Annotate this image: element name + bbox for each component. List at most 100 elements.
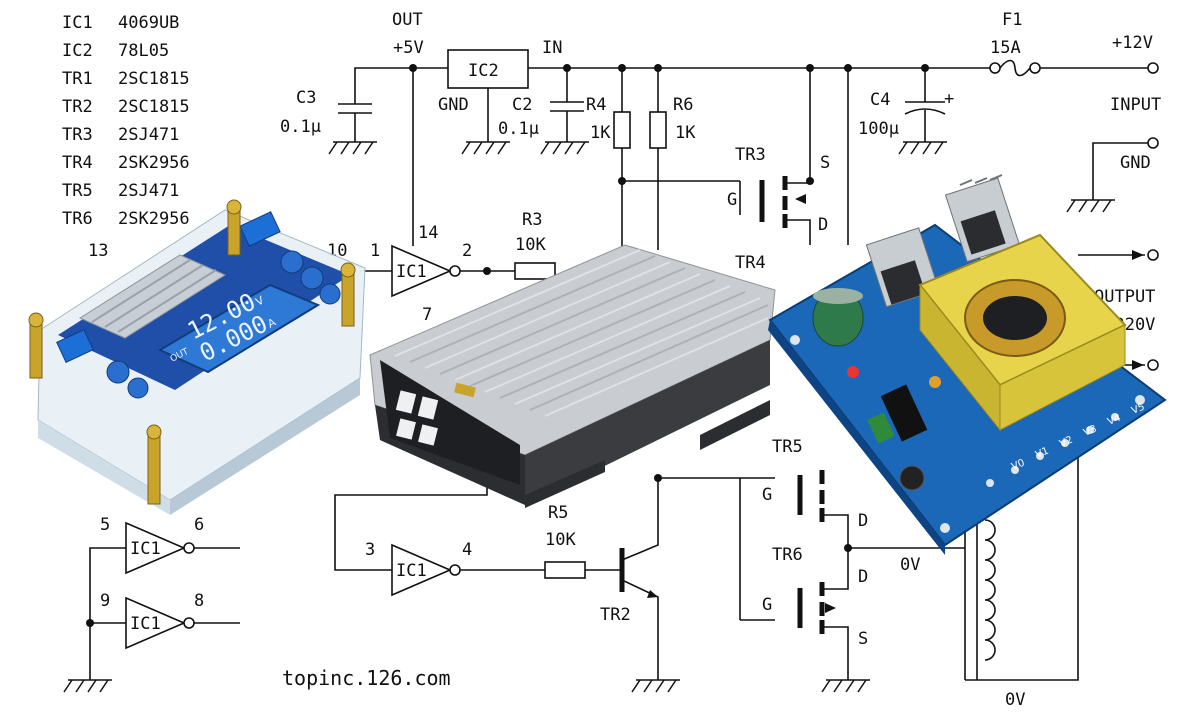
- ic1-a-label: IC1: [396, 262, 427, 282]
- ic1-d-label: IC1: [130, 614, 161, 634]
- input-label: INPUT: [1110, 95, 1161, 115]
- photo-inverter-pcb: V0 V1 V2 V3 V4 V5: [768, 174, 1167, 555]
- pin9-label: 9: [100, 591, 110, 611]
- f1-value: 15A: [990, 38, 1021, 58]
- pin8-label: 8: [194, 591, 204, 611]
- mosfet-tr3: TR3 G S D: [622, 68, 849, 245]
- parts-list: IC1 4069UB IC2 78L05 TR1 2SC1815 TR2 2SC…: [62, 13, 190, 229]
- fuse-f1: F1 15A +12V: [989, 10, 1153, 77]
- tr5-drain: D: [858, 511, 868, 531]
- ic2-gnd-label: GND: [438, 95, 469, 115]
- transistor-tr2: TR2: [600, 474, 740, 680]
- mosfet-tr5: TR5 G D: [739, 437, 868, 620]
- pcb-silk-v1: V1: [1034, 446, 1050, 461]
- tr5-gate: G: [762, 485, 772, 505]
- r5-label: R5: [548, 503, 568, 523]
- parts-value: 2SK2956: [118, 153, 190, 173]
- pcb-silk-v3: V3: [1082, 424, 1098, 439]
- r6-label: R6: [673, 95, 693, 115]
- plus12v-label: +12V: [1112, 33, 1153, 53]
- output-terminal-1: [1147, 249, 1159, 261]
- parts-value: 2SC1815: [118, 69, 190, 89]
- plus12v-terminal: [1147, 62, 1159, 74]
- mosfet-tr6: TR6 G D S: [740, 544, 965, 680]
- plus5v-label: +5V: [393, 38, 424, 58]
- photo-lcd-module: 12.00 V 0.000 A OUT: [28, 199, 366, 515]
- parts-ref: TR5: [62, 181, 93, 201]
- r4-value: 1K: [590, 123, 611, 143]
- parts-value: 2SC1815: [118, 97, 190, 117]
- resistor-r3: R3 10K: [514, 210, 556, 280]
- parts-ref: TR6: [62, 209, 93, 229]
- tr3-label: TR3: [735, 145, 766, 165]
- tr3-gate: G: [727, 190, 737, 210]
- tr3-drain: D: [818, 215, 828, 235]
- c2-value: 0.1μ: [498, 119, 539, 139]
- regulator-ic2: IC2 OUT +5V IN GND: [392, 10, 562, 142]
- inverter-ic1-a: IC1 1 2 14 7 10 13: [88, 68, 515, 325]
- c4-label: C4: [870, 90, 890, 110]
- parts-ref: IC2: [62, 41, 93, 61]
- output-terminal-2: [1147, 359, 1159, 371]
- inverter-ic1-d: IC1 9 8: [86, 591, 240, 650]
- pin13-label: 13: [88, 241, 108, 261]
- r4-label: R4: [586, 95, 606, 115]
- in-label: IN: [542, 38, 562, 58]
- r3-value: 10K: [515, 235, 546, 255]
- r5-value: 10K: [545, 530, 576, 550]
- parts-value: 78L05: [118, 41, 169, 61]
- tr5-label: TR5: [772, 437, 803, 457]
- pin6-label: 6: [194, 515, 204, 535]
- parts-value: 2SK2956: [118, 209, 190, 229]
- capacitor-c3: C3 0.1μ: [280, 88, 372, 142]
- inverter-ic1-c: IC1 5 6: [89, 515, 240, 660]
- parts-value: 2SJ471: [118, 125, 179, 145]
- r3-label: R3: [522, 210, 542, 230]
- parts-ref: TR4: [62, 153, 93, 173]
- parts-value: 4069UB: [118, 13, 179, 33]
- resistor-r4: R4 1K: [586, 68, 631, 250]
- gnd-label: GND: [1120, 153, 1151, 173]
- inverter-ic1-b: IC1 3 4: [334, 471, 545, 597]
- zero-v-mid-label: 0V: [900, 555, 920, 575]
- output-label: OUTPUT: [1094, 287, 1155, 307]
- ic2-label: IC2: [468, 61, 499, 81]
- out-label: OUT: [392, 10, 423, 30]
- c4-plus: +: [944, 89, 954, 109]
- c3-value: 0.1μ: [280, 117, 321, 137]
- pin4-label: 4: [462, 540, 472, 560]
- capacitor-c2: C2 0.1μ: [498, 68, 584, 142]
- gnd-terminal: [1147, 137, 1159, 149]
- f1-label: F1: [1002, 10, 1022, 30]
- pin7-label: 7: [422, 305, 432, 325]
- parts-value: 2SJ471: [118, 181, 179, 201]
- ic1-b-label: IC1: [396, 561, 427, 581]
- r6-value: 1K: [675, 123, 696, 143]
- pcb-silk-v2: V2: [1058, 435, 1074, 450]
- tr6-drain: D: [858, 567, 868, 587]
- c3-label: C3: [296, 88, 316, 108]
- resistor-r6: R6 1K: [649, 68, 696, 250]
- c4-value: 100μ: [858, 119, 899, 139]
- pin3-label: 3: [365, 540, 375, 560]
- tr6-gate: G: [762, 595, 772, 615]
- ground-symbols: [63, 141, 1115, 693]
- pcb-silk-v4: V4: [1106, 413, 1122, 428]
- parts-ref: IC1: [62, 13, 93, 33]
- photo-power-inverter: [369, 244, 776, 508]
- tr6-label: TR6: [772, 545, 803, 565]
- capacitor-c4: C4 100μ +: [858, 68, 954, 142]
- website-label: topinc.126.com: [282, 666, 451, 690]
- pin14-label: 14: [418, 223, 438, 243]
- c2-label: C2: [512, 95, 532, 115]
- zero-v-bot-label: 0V: [1005, 690, 1025, 710]
- pin5-label: 5: [100, 515, 110, 535]
- ic1-c-label: IC1: [130, 539, 161, 559]
- pin1-label: 1: [370, 241, 380, 261]
- tr3-source: S: [820, 153, 830, 173]
- pcb-silk-v0: V0: [1010, 458, 1026, 473]
- tr2-label: TR2: [600, 605, 631, 625]
- resistor-r5: R5 10K: [544, 503, 622, 579]
- pin2-label: 2: [462, 241, 472, 261]
